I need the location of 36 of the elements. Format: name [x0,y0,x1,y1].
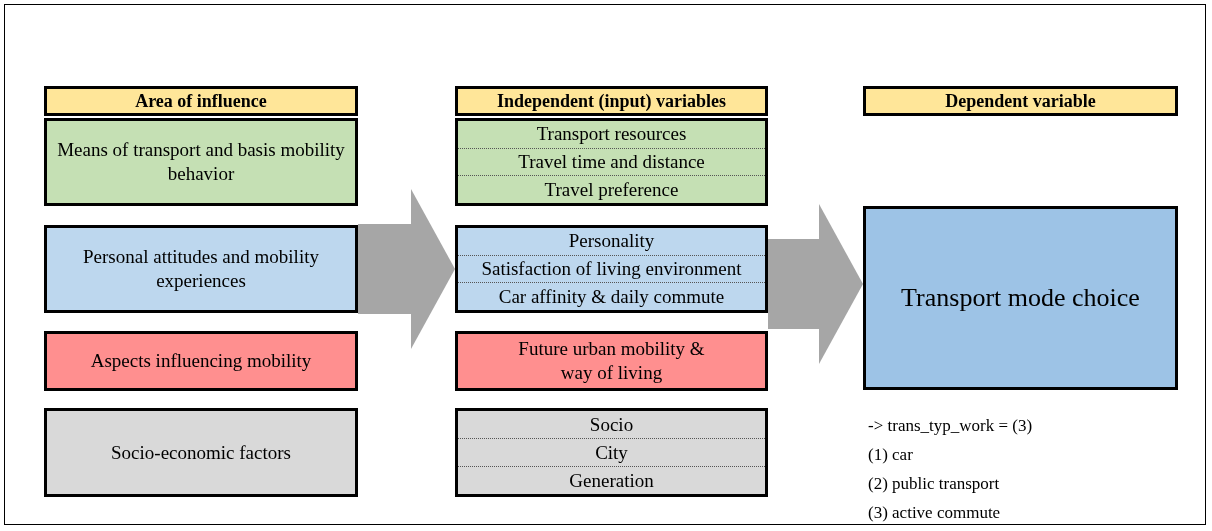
note-text: -> trans_typ_work = (3) [868,416,1033,436]
node-text: Travel preference [543,177,680,202]
node-text: Socio [458,411,765,439]
category-box [455,118,768,206]
chevron-arrow [358,189,455,349]
column-heading: Area of influence [134,90,268,113]
category-box [455,408,768,497]
node-text: Future urban mobility & way of living [517,337,706,385]
node-text: Personal attitudes and mobility experiences [82,245,320,293]
node-text: Transport mode choice [900,282,1141,314]
category-box [44,408,358,497]
category-box [455,331,768,391]
node-text: Satisfaction of living environment [458,255,765,284]
outcome-box [863,206,1178,390]
column-heading: Dependent variable [944,90,1097,113]
category-box [44,118,358,206]
column-header-box [455,86,768,116]
note-text: (1) car [868,445,913,465]
node-text: Generation [568,468,655,493]
category-box [44,331,358,391]
node-text: Travel time and distance [458,148,765,177]
node-text: Socio-economic factors [110,440,292,465]
node-text: Aspects influencing mobility [89,349,313,373]
node-text: Means of transport and basis mobility behavior [56,138,346,186]
note-text: (3) active commute [868,503,1001,523]
chevron-arrow [768,204,863,364]
node-text: Transport resources [458,121,765,149]
column-heading: Independent (input) variables [495,90,727,113]
category-box [455,225,768,313]
column-header-box [863,86,1178,116]
node-text: Car affinity & daily commute [497,284,726,309]
column-header-box [44,86,358,116]
note-text: (2) public transport [868,474,1000,494]
category-box [44,225,358,313]
node-text: City [458,439,765,467]
node-text: Personality [458,228,765,256]
